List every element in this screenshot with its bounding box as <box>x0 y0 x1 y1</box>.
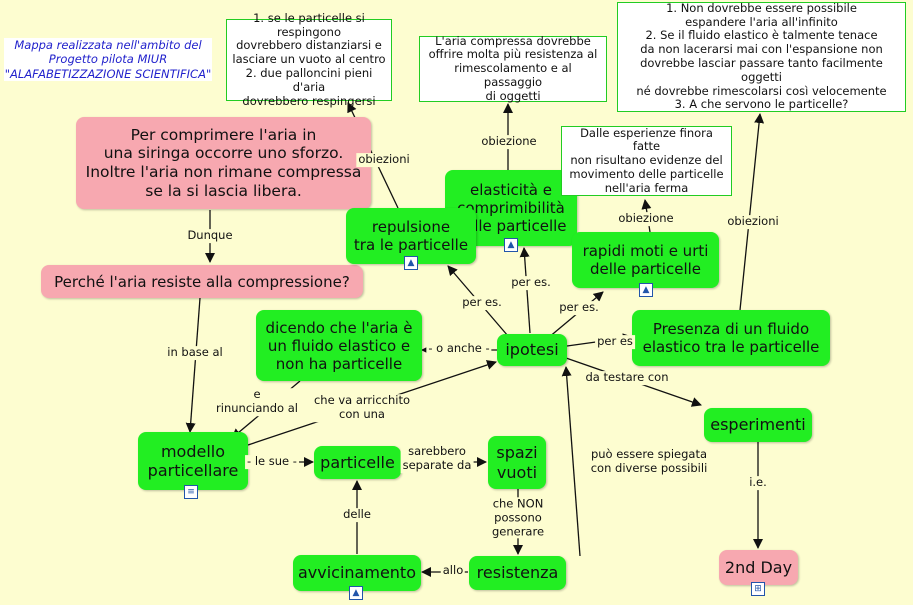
document-icon[interactable]: ≡ <box>184 485 198 499</box>
edge-ipotesi-moti <box>547 291 604 339</box>
box-obiezioni-fluido: 1. Non dovrebbe essere possibile espande… <box>617 1 906 112</box>
box-aria-compressa: L'aria compressa dovrebbe offrire molta … <box>419 34 607 103</box>
image-icon[interactable]: ▲ <box>404 256 418 270</box>
box-respingono: 1. se le particelle si respingono dovreb… <box>226 11 392 107</box>
label-per-es-4: per es <box>595 334 635 349</box>
node-ipotesi[interactable]: ipotesi <box>497 334 567 366</box>
label-in-base-al: in base al <box>165 345 225 360</box>
label-obiezioni-1: obiezioni <box>356 152 412 167</box>
label-puo-essere: può essere spiegata con diverse possibil… <box>588 447 710 476</box>
label-dunque: Dunque <box>185 228 235 243</box>
node-second-day[interactable]: 2nd Day <box>719 550 798 585</box>
node-moti[interactable]: rapidi moti e urti delle particelle <box>572 232 719 288</box>
label-delle: delle <box>341 507 373 522</box>
project-note: Mappa realizzata nell'ambito del Progett… <box>4 38 212 82</box>
label-e-rinunciando: e rinunciando al <box>214 387 300 416</box>
concept-map-icon[interactable]: ⊞ <box>751 582 765 596</box>
node-avvicinamento[interactable]: avvicinamento <box>293 555 421 591</box>
label-sarebbero-separate: sarebbero separate da <box>400 444 474 473</box>
label-allo: allo <box>440 563 466 578</box>
node-presenza-fluido[interactable]: Presenza di un fluido elastico tra le pa… <box>632 310 830 366</box>
label-che-va-arricchito: che va arricchito con una <box>311 393 413 422</box>
label-per-es-1: per es. <box>460 295 504 310</box>
node-repulsione[interactable]: repulsione tra le particelle <box>346 208 476 264</box>
node-siringa[interactable]: Per comprimere l'aria in una siringa occ… <box>76 117 371 209</box>
label-per-es-3: per es. <box>557 300 601 315</box>
label-da-testare: da testare con <box>583 370 671 385</box>
node-modello[interactable]: modello particellare <box>138 432 248 490</box>
node-resistenza[interactable]: resistenza <box>469 556 566 590</box>
label-obiezioni-2: obiezioni <box>725 214 781 229</box>
label-obiezione-2: obiezione <box>616 211 676 226</box>
node-spazi[interactable]: spazi vuoti <box>488 436 546 489</box>
image-icon[interactable]: ▲ <box>504 238 518 252</box>
node-perche[interactable]: Perché l'aria resiste alla compressione? <box>41 265 363 298</box>
edge-ipotesi-elasticita <box>519 247 531 334</box>
node-particelle[interactable]: particelle <box>314 446 401 479</box>
image-icon[interactable]: ▲ <box>639 283 653 297</box>
label-le-sue: - le sue - <box>245 454 299 469</box>
label-ie: i.e. <box>747 475 769 490</box>
label-o-anche: - o anche - <box>426 341 492 356</box>
label-che-non: che NON possono generare <box>489 496 547 539</box>
image-icon[interactable]: ▲ <box>349 586 363 600</box>
label-per-es-2: per es. <box>509 275 553 290</box>
node-esperimenti[interactable]: esperimenti <box>704 408 812 442</box>
box-esperienze: Dalle esperienze finora fatte non risult… <box>561 126 732 196</box>
edge-presenza-box <box>739 113 765 311</box>
edge-perche-modello <box>185 297 201 433</box>
label-obiezione-1: obiezione <box>479 134 539 149</box>
edge-resistenza-ipotesi <box>561 366 581 557</box>
node-fluido-elastico[interactable]: dicendo che l'aria è un fluido elastico … <box>256 310 422 381</box>
